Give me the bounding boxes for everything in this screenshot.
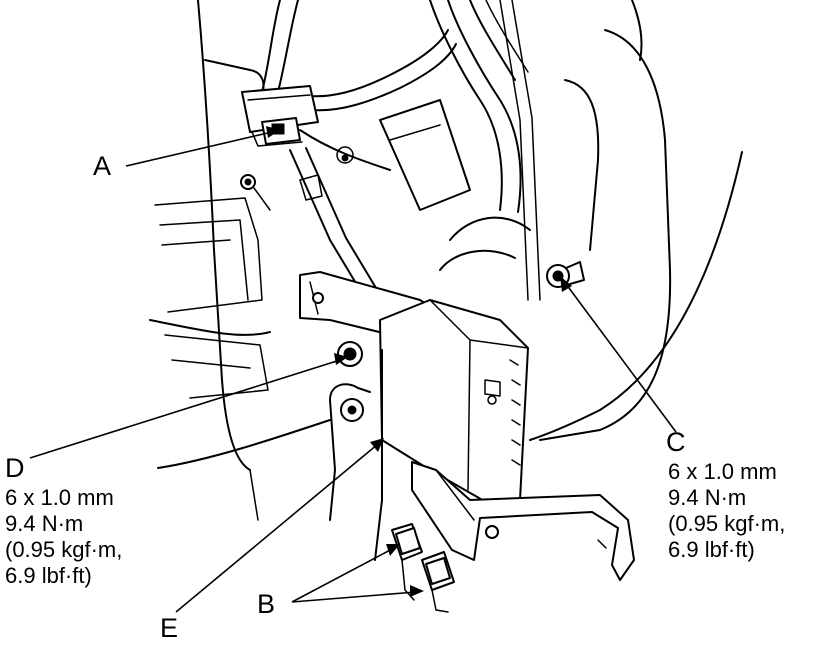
leader-d [29,359,341,459]
callout-c: C [666,427,686,457]
steering-column-area [336,99,531,271]
nut-d [337,341,363,367]
leader-c [565,283,677,433]
spec-d-torque-nm: 9.4 N·m [5,511,84,536]
dashboard-panel [149,0,331,521]
spec-d-torque-lbf: 6.9 lbf·ft) [5,563,92,588]
spec-c-torque-nm: 9.4 N·m [668,485,747,510]
callout-b: B [257,589,276,619]
arrow-b1 [386,544,400,556]
wire-harness [261,0,529,291]
callout-e: E [160,613,179,643]
right-trim-panel [499,0,743,441]
stud-upper-left [240,174,271,211]
spec-d-size: 6 x 1.0 mm [5,485,114,510]
spec-c-torque-lbf: 6.9 lbf·ft) [668,537,755,562]
connector-a [241,85,319,147]
spec-c-torque-kgf: (0.95 kgf·m, [668,511,786,536]
torque-spec-c: 6 x 1.0 mm 9.4 N·m (0.95 kgf·m, 6.9 lbf·… [668,459,785,563]
arrow-d [334,353,348,365]
callout-d: D [5,453,25,483]
arrow-c [560,276,572,292]
spec-d-torque-kgf: (0.95 kgf·m, [5,537,123,562]
connectors-b [391,523,455,613]
leader-a [125,131,273,167]
lower-bracket [411,461,635,581]
torque-spec-d: 6 x 1.0 mm 9.4 N·m (0.95 kgf·m, 6.9 lbf·… [5,485,122,589]
leader-b1 [291,547,395,603]
arrow-e [370,438,384,452]
leader-e [175,443,379,613]
leader-b2 [291,591,417,603]
ecu-module-e [379,299,529,511]
spec-c-size: 6 x 1.0 mm [668,459,777,484]
arrow-b2 [410,585,424,597]
callout-a: A [93,151,112,181]
leader-lines [29,126,677,613]
arrow-a [266,126,280,138]
lower-support [329,349,383,561]
